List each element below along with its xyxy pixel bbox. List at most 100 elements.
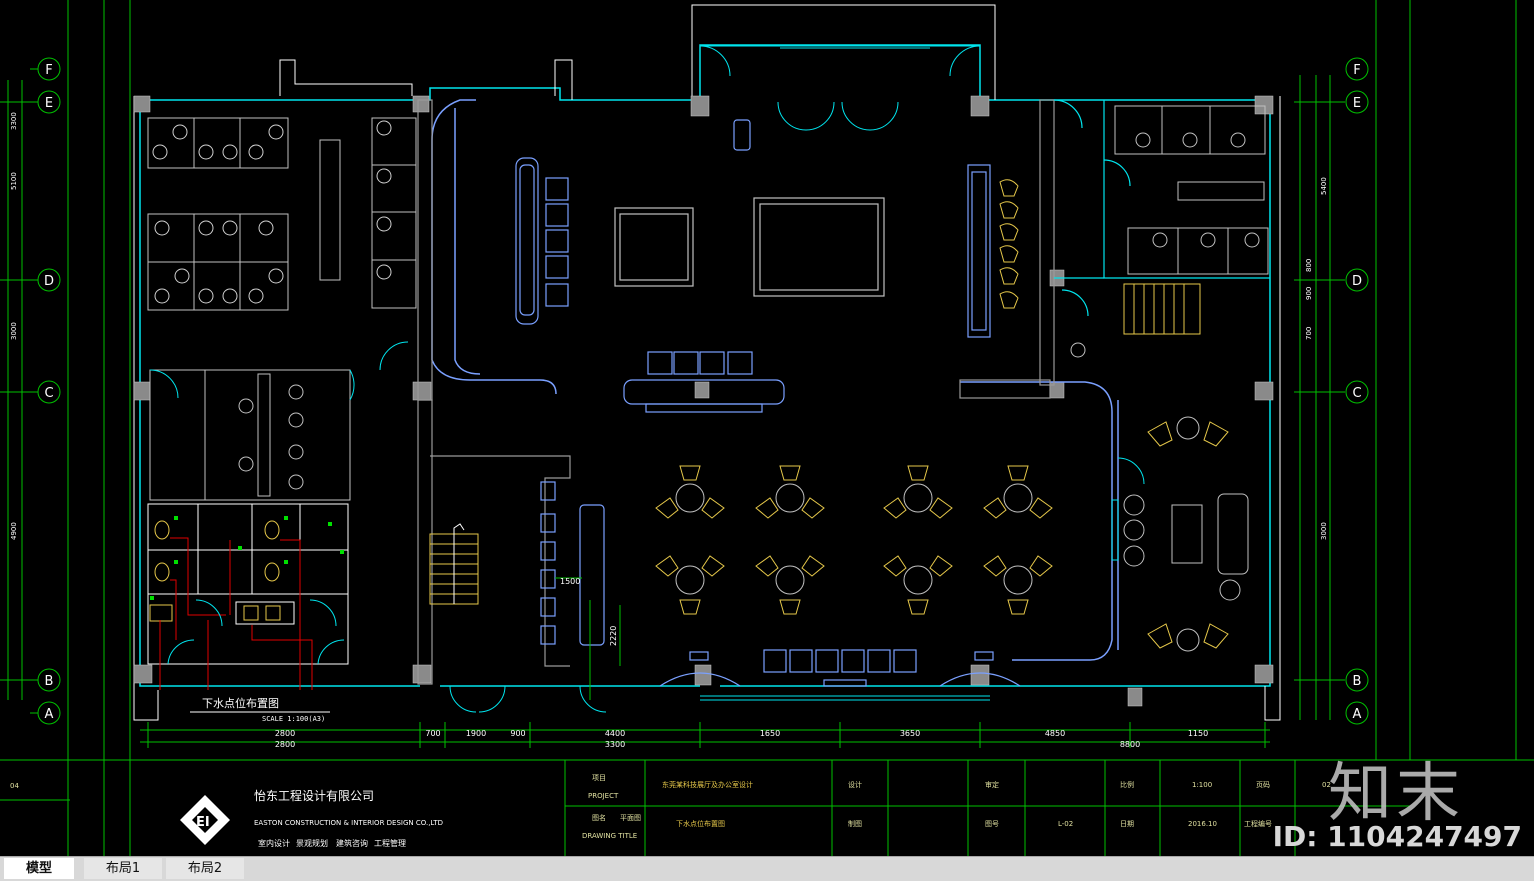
axis-left-f: F <box>45 63 52 78</box>
layout-tab-bar: 模型 布局1 布局2 <box>0 856 1534 881</box>
bottom-dim-10: 3300 <box>605 740 625 749</box>
drawing-no: L-02 <box>1058 820 1073 828</box>
company-services: 室内设计 景观规划 建筑咨询 工程管理 <box>258 838 406 848</box>
bottom-dim-7: 3650 <box>900 729 920 738</box>
vip-chairs <box>1147 421 1229 649</box>
drawing-title: 下水点位布置图 <box>202 696 279 710</box>
scale-label: 比例 <box>1120 780 1134 789</box>
date-label: 日期 <box>1120 820 1134 828</box>
left-dimension-chain <box>0 68 36 700</box>
bar-dimension-lines <box>555 577 621 700</box>
bottom-dim-12: 8800 <box>1120 740 1140 749</box>
bottom-dimension-chain <box>140 722 1270 748</box>
right-dim-1: 5400 <box>1320 177 1328 195</box>
inner-dim-1: 1500 <box>560 577 580 586</box>
page-label: 页码 <box>1256 781 1270 789</box>
inner-dim-2: 2220 <box>609 626 618 646</box>
project-no-label: 工程编号 <box>1244 819 1272 828</box>
vip-lounge-doors <box>1111 457 1145 561</box>
right-dimension-labels: 5400 3000 800 700 900 <box>1305 177 1328 540</box>
exterior-walls-outer <box>133 4 1281 721</box>
axis-right-d: D <box>1352 274 1362 289</box>
drawing-title-block: 下水点位布置图 SCALE 1:100(A3) <box>190 696 330 723</box>
bottom-dim-2: 700 <box>425 729 440 738</box>
right-office-walls <box>1053 99 1270 317</box>
title-block-fields: 项目 PROJECT 东莞某科技展厅及办公室设计 图名 DRAWING TITL… <box>10 774 1331 840</box>
axis-left-b: B <box>45 674 54 689</box>
project-name: 东莞某科技展厅及办公室设计 <box>662 780 753 789</box>
lounge-chairs <box>655 465 1053 615</box>
review-label: 审定 <box>985 780 999 789</box>
office-workstations-upper <box>147 117 417 311</box>
meeting-room-door <box>149 341 409 401</box>
axis-left-d: D <box>44 274 54 289</box>
entrance-doors-bottom <box>449 685 990 713</box>
restroom-fixtures <box>149 520 281 622</box>
project-label: 项目 <box>592 774 606 782</box>
company-name-cn: 怡东工程设计有限公司 <box>254 788 374 803</box>
watermark-id: ID: 1104247497 <box>1272 820 1522 853</box>
service-3: 建筑咨询 <box>336 838 368 848</box>
project-label-en: PROJECT <box>588 792 619 800</box>
drawing-name: 下水点位布置图 <box>676 819 725 828</box>
bottom-dim-6: 1650 <box>760 729 780 738</box>
service-2: 景观规划 <box>296 838 328 848</box>
tab-model[interactable]: 模型 <box>4 858 74 879</box>
chairs-right-column <box>999 179 1019 309</box>
drawing-frame <box>0 0 1534 856</box>
drawing-no-label: 图号 <box>985 820 999 828</box>
interior-walls <box>417 99 1055 685</box>
bottom-bench-seating <box>659 649 1021 687</box>
entrance-doors-top <box>699 45 981 131</box>
plumbing-drain-points <box>150 516 344 600</box>
design-label: 设计 <box>848 780 862 789</box>
axis-right-f: F <box>1353 63 1360 78</box>
right-dim-2: 3000 <box>1320 522 1328 540</box>
bottom-dim-9: 1150 <box>1188 729 1208 738</box>
company-logo: EI <box>180 795 230 845</box>
right-office <box>1070 105 1269 358</box>
bottom-dim-1: 2800 <box>275 729 295 738</box>
meeting-room <box>149 369 351 501</box>
left-dim-4: 3300 <box>10 112 18 130</box>
left-dimension-labels: 5100 3000 4900 3300 <box>10 112 18 540</box>
service-4: 工程管理 <box>374 838 406 848</box>
tab-layout-2[interactable]: 布局2 <box>166 858 244 879</box>
restroom-partitions <box>147 503 349 665</box>
plumbing-lines <box>159 537 313 690</box>
drawing-label: 图名 <box>592 813 606 822</box>
axis-left-c: C <box>44 386 53 401</box>
right-dim-3: 800 <box>1305 259 1313 272</box>
reception-counter <box>623 351 785 413</box>
bar-dimension-labels: 1500 2220 <box>560 577 618 646</box>
round-tables <box>675 483 1033 595</box>
scale-value: 1:100 <box>1192 781 1212 789</box>
right-dimension-chain <box>1294 75 1345 720</box>
watermark-brand: 知末 <box>1328 757 1464 831</box>
right-dim-5: 900 <box>1305 287 1313 300</box>
grid-axis-left-labels: F E D C B A <box>44 63 54 722</box>
grid-axis-left <box>30 57 61 725</box>
tab-layout-1[interactable]: 布局1 <box>84 858 162 879</box>
cad-drawing-canvas[interactable]: 5100 3000 4900 3300 F E D C B A 5400 300… <box>0 0 1534 856</box>
exterior-walls <box>139 44 1271 687</box>
bottom-dim-11: 2800 <box>275 740 295 749</box>
left-margin-code: 04 <box>10 782 19 790</box>
axis-right-a: A <box>1353 707 1362 722</box>
stair-left-arrow <box>453 523 465 604</box>
left-dim-1: 5100 <box>10 172 18 190</box>
bottom-dim-3: 1900 <box>466 729 486 738</box>
structural-columns <box>133 95 1274 707</box>
axis-left-e: E <box>45 96 53 111</box>
axis-right-c: C <box>1352 386 1361 401</box>
left-dim-2: 3000 <box>10 322 18 340</box>
grid-axis-right <box>1345 57 1369 725</box>
bottom-dim-8: 4850 <box>1045 729 1065 738</box>
logo-text: EI <box>196 815 210 830</box>
drawing-scale-note: SCALE 1:100(A3) <box>262 715 325 723</box>
drawing-label-en: DRAWING TITLE <box>582 832 637 840</box>
company-name-en: EASTON CONSTRUCTION & INTERIOR DESIGN CO… <box>254 819 443 827</box>
restroom-doors <box>167 599 345 665</box>
bottom-dim-5: 4400 <box>605 729 625 738</box>
display-units-right <box>967 164 991 338</box>
